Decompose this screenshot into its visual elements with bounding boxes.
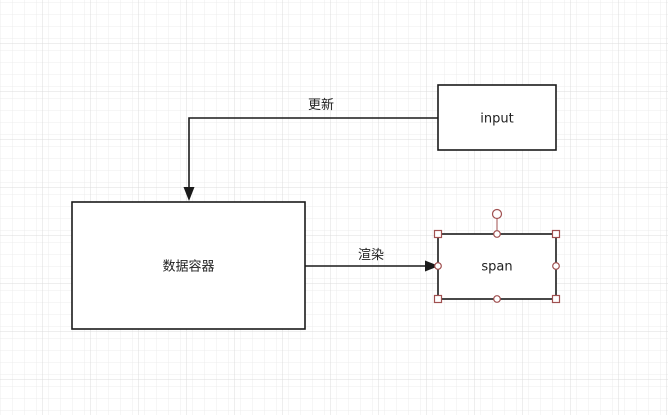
edge-update[interactable]: 更新 bbox=[183, 97, 439, 201]
resize-handle-top-right[interactable] bbox=[551, 229, 561, 239]
resize-handle-bottom-right[interactable] bbox=[551, 294, 561, 304]
node-data-container-box[interactable] bbox=[71, 201, 306, 330]
node-data-container-label: 数据容器 bbox=[162, 259, 214, 275]
resize-handle-top[interactable] bbox=[493, 230, 501, 238]
edge-update-line[interactable] bbox=[188, 117, 438, 190]
selection-overlay bbox=[433, 208, 561, 304]
node-input[interactable]: input bbox=[437, 84, 557, 151]
edge-render-label[interactable]: 渲染 bbox=[358, 248, 384, 263]
resize-handle-left[interactable] bbox=[434, 262, 442, 270]
node-span-label: span bbox=[481, 260, 512, 275]
edge-update-arrowhead bbox=[183, 187, 195, 201]
edge-update-label[interactable]: 更新 bbox=[308, 97, 334, 113]
resize-handle-right[interactable] bbox=[552, 262, 560, 270]
edge-render[interactable]: 渲染 bbox=[305, 248, 439, 272]
resize-handle-bottom-left[interactable] bbox=[433, 294, 443, 304]
edge-render-arrowhead bbox=[425, 260, 439, 272]
node-data-container[interactable]: 数据容器 bbox=[71, 201, 306, 330]
resize-handle-top-left[interactable] bbox=[433, 229, 443, 239]
rotate-handle[interactable] bbox=[491, 208, 503, 220]
node-span[interactable]: span bbox=[433, 208, 561, 304]
resize-handle-bottom[interactable] bbox=[493, 295, 501, 303]
node-input-box[interactable] bbox=[437, 84, 557, 151]
node-input-label: input bbox=[480, 112, 513, 127]
